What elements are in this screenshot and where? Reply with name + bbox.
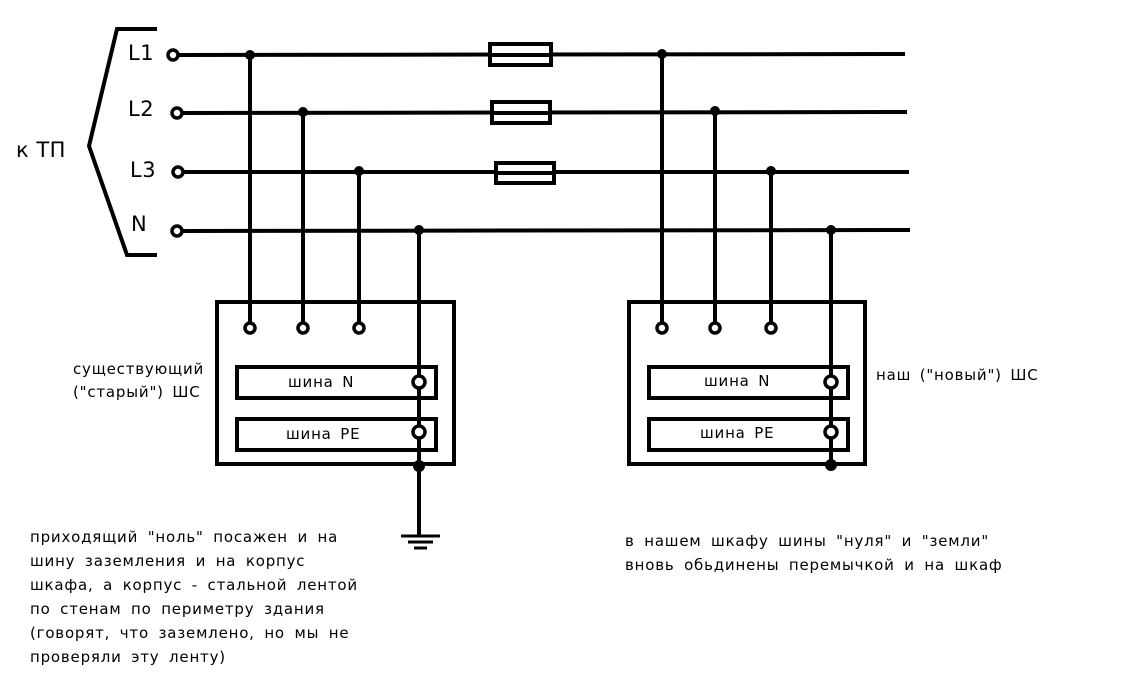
old-terminal-l1 [243, 321, 257, 335]
new-bus-n [647, 365, 850, 400]
terminal-l1 [166, 48, 180, 62]
new-cabinet-label: наш ("новый") ШС [876, 366, 1039, 384]
junction-dot [413, 460, 425, 472]
source-label: к ТП [16, 138, 66, 162]
new-terminal-l2 [708, 321, 722, 335]
left-note-line: шину заземления и на корпус [30, 552, 306, 570]
right-note-line: вновь обьдинены перемычкой и на шкаф [625, 556, 1003, 574]
conductor-label-l3: L3 [130, 158, 157, 182]
new-bus-n-label: шина N [704, 372, 771, 390]
right-note-line: в нашем шкафу шины "нуля" и "земли" [625, 532, 990, 550]
left-note-line: (говорят, что заземлено, но мы не [30, 624, 350, 642]
old-cabinet-label-line2: ("старый") ШС [73, 383, 201, 401]
new-terminal-l3 [764, 321, 778, 335]
conductor-label-n: N [131, 212, 148, 236]
junction-dot [825, 459, 837, 471]
left-note-line: шкафа, а корпус - стальной лентой [30, 576, 358, 594]
old-bus-pe [235, 417, 438, 452]
new-bus-pe-label: шина PE [700, 424, 775, 442]
new-bus-pe [647, 417, 850, 452]
new-terminal-l1 [655, 321, 669, 335]
left-note-line: приходящий "ноль" посажен и на [30, 528, 339, 546]
old-bus-n-label: шина N [288, 373, 355, 391]
old-bus-n-terminal [411, 374, 427, 390]
conductor-label-l1: L1 [128, 41, 155, 65]
old-cabinet-label-line1: существующий [73, 360, 205, 378]
old-bus-pe-label: шина PE [286, 425, 361, 443]
junction-dot [826, 225, 836, 235]
new-bus-pe-terminal [823, 424, 839, 440]
new-bus-n-terminal [823, 374, 839, 390]
junction-dot [657, 49, 667, 59]
terminal-n [170, 224, 184, 238]
junction-dot [414, 225, 424, 235]
junction-dot [245, 50, 255, 60]
source-bracket [86, 27, 157, 257]
terminal-l2 [170, 106, 184, 120]
old-terminal-l2 [296, 321, 310, 335]
old-bus-pe-terminal [411, 424, 427, 440]
old-bus-n [235, 365, 438, 400]
right-note: в нашем шкафу шины "нуля" и "земли" внов… [625, 529, 1003, 577]
junction-dot [298, 107, 308, 117]
ground-icon [401, 534, 440, 550]
left-note-line: проверяли эту ленту) [30, 648, 226, 666]
left-note-line: по стенам по периметру здания [30, 600, 325, 618]
old-cabinet-box [215, 300, 456, 466]
junction-dot [710, 106, 720, 116]
junction-dot [354, 166, 364, 176]
conductor-label-l2: L2 [128, 97, 155, 121]
terminal-l3 [171, 165, 185, 179]
new-cabinet-box [627, 300, 867, 466]
line-n [181, 228, 911, 233]
left-note: приходящий "ноль" посажен и на шину зазе… [30, 525, 358, 669]
junction-dot [766, 166, 776, 176]
old-terminal-l3 [352, 321, 366, 335]
